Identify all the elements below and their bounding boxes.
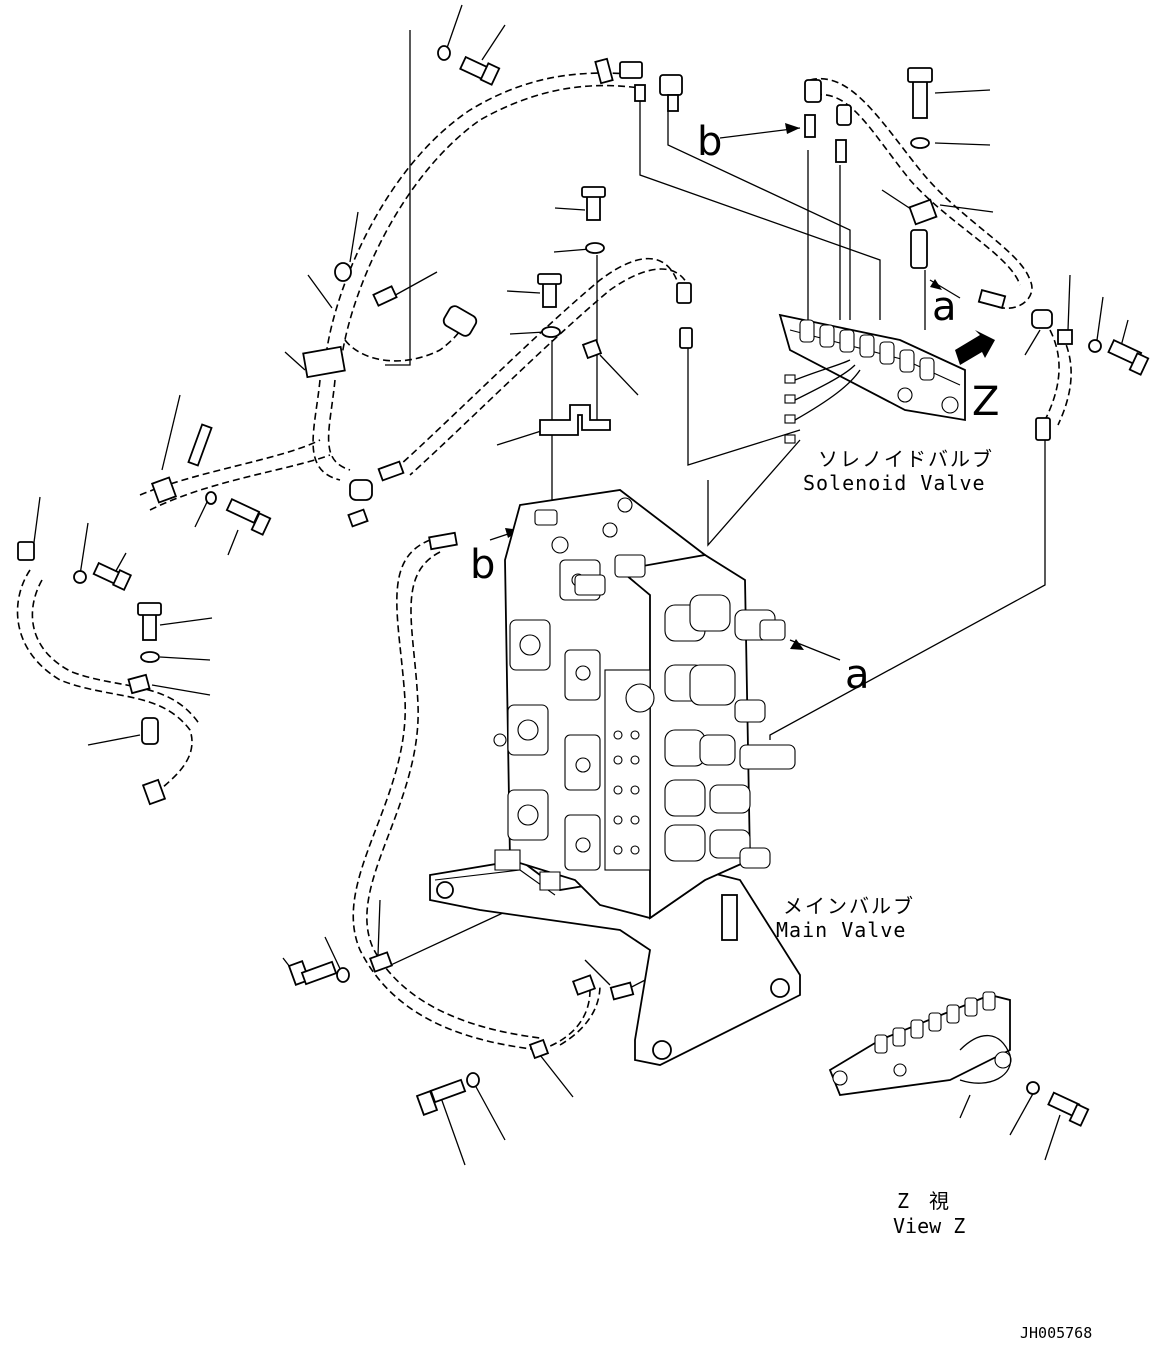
drawing-number: JH005768 — [1020, 1324, 1092, 1342]
view-z-label-en: View Z — [893, 1214, 965, 1238]
bottom-left-bolt — [287, 951, 394, 986]
bottom-center-bolt — [415, 974, 635, 1116]
z-view-arrow — [955, 330, 995, 365]
callout-a-main: a — [845, 652, 870, 698]
solenoid-label-en: Solenoid Valve — [803, 471, 986, 495]
solenoid-valve — [778, 313, 966, 444]
hose-fittings — [347, 57, 693, 551]
bolt-top-left-clamp — [302, 262, 478, 379]
solenoid-label-jp: ソレノイドバルブ — [818, 447, 994, 471]
view-z-detail — [828, 991, 1090, 1127]
right-bolt-parts — [804, 67, 1150, 441]
bolt-top-left — [437, 45, 501, 86]
bracket-and-bolts — [537, 186, 611, 436]
view-z-label-jp: Z 視 — [897, 1189, 949, 1213]
hose-lines — [16, 72, 1072, 1051]
main-valve — [429, 489, 801, 1066]
main-valve-label-jp: メインバルブ — [783, 894, 915, 918]
main-valve-label-en: Main Valve — [776, 918, 906, 942]
far-left-parts — [17, 541, 167, 806]
callout-b-main: b — [470, 542, 495, 588]
callout-z: Z — [972, 379, 999, 425]
left-clamp-bolt — [150, 423, 272, 536]
callout-a-top: a — [932, 284, 957, 330]
callout-b-top: b — [697, 119, 722, 165]
